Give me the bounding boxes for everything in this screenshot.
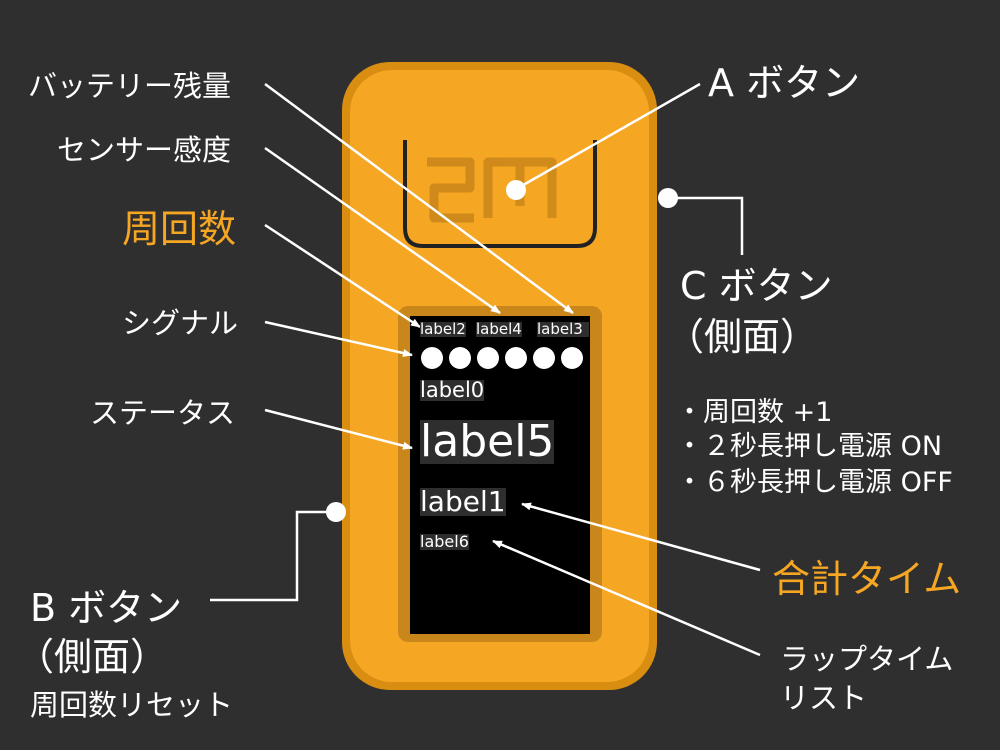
b-button-leader bbox=[210, 510, 336, 602]
b-button-side-label: （側面） bbox=[16, 635, 169, 679]
screen-label6: label6 bbox=[420, 532, 469, 551]
c-note-2: ・２秒長押し電源 ON bbox=[676, 431, 943, 462]
battery-leader bbox=[264, 82, 574, 315]
c-note-1: ・周回数 +1 bbox=[676, 397, 833, 428]
signal-label: シグナル bbox=[122, 306, 239, 340]
signal-dot bbox=[505, 347, 527, 369]
battery-label: バッテリー残量 bbox=[28, 69, 232, 103]
button-b-marker bbox=[326, 502, 346, 522]
lap-list-label: ラップタイム bbox=[780, 642, 954, 676]
sensor-label: センサー感度 bbox=[57, 133, 232, 167]
button-a-marker bbox=[506, 180, 526, 200]
lap-list-leader bbox=[492, 539, 761, 657]
total-time-label: 合計タイム bbox=[772, 557, 962, 601]
signal-dots bbox=[421, 347, 583, 369]
total-time-leader bbox=[521, 502, 761, 572]
c-button-side-label: （側面） bbox=[666, 315, 819, 359]
screen-label0: label0 bbox=[420, 378, 485, 402]
lap-list-label-2: リスト bbox=[780, 681, 868, 715]
screen bbox=[410, 316, 590, 634]
c-note-3: ・６秒長押し電源 OFF bbox=[676, 467, 953, 498]
signal-dot bbox=[561, 347, 583, 369]
a-button-leader bbox=[517, 82, 701, 190]
signal-dot bbox=[477, 347, 499, 369]
screen-label1: label1 bbox=[420, 485, 506, 518]
status-leader bbox=[264, 408, 413, 450]
b-button-note: 周回数リセット bbox=[30, 688, 234, 722]
screen-label3: label3 bbox=[537, 322, 589, 337]
signal-dot bbox=[421, 347, 443, 369]
signal-dot bbox=[533, 347, 555, 369]
signal-dot bbox=[449, 347, 471, 369]
c-button-label: C ボタン bbox=[680, 264, 833, 308]
screen-label5: label5 bbox=[420, 416, 555, 467]
signal-leader bbox=[264, 320, 413, 357]
status-label: ステータス bbox=[90, 396, 236, 430]
a-button-label: A ボタン bbox=[708, 61, 861, 105]
laps-leader bbox=[264, 223, 421, 329]
b-button-label: B ボタン bbox=[30, 586, 183, 630]
c-button-leader bbox=[668, 196, 744, 255]
screen-label2: label2 bbox=[420, 320, 466, 338]
button-c-marker bbox=[658, 188, 678, 208]
sensor-leader bbox=[264, 146, 501, 315]
laps-label: 周回数 bbox=[122, 207, 237, 251]
screen-label4: label4 bbox=[476, 320, 522, 338]
button-a-well bbox=[403, 140, 597, 248]
